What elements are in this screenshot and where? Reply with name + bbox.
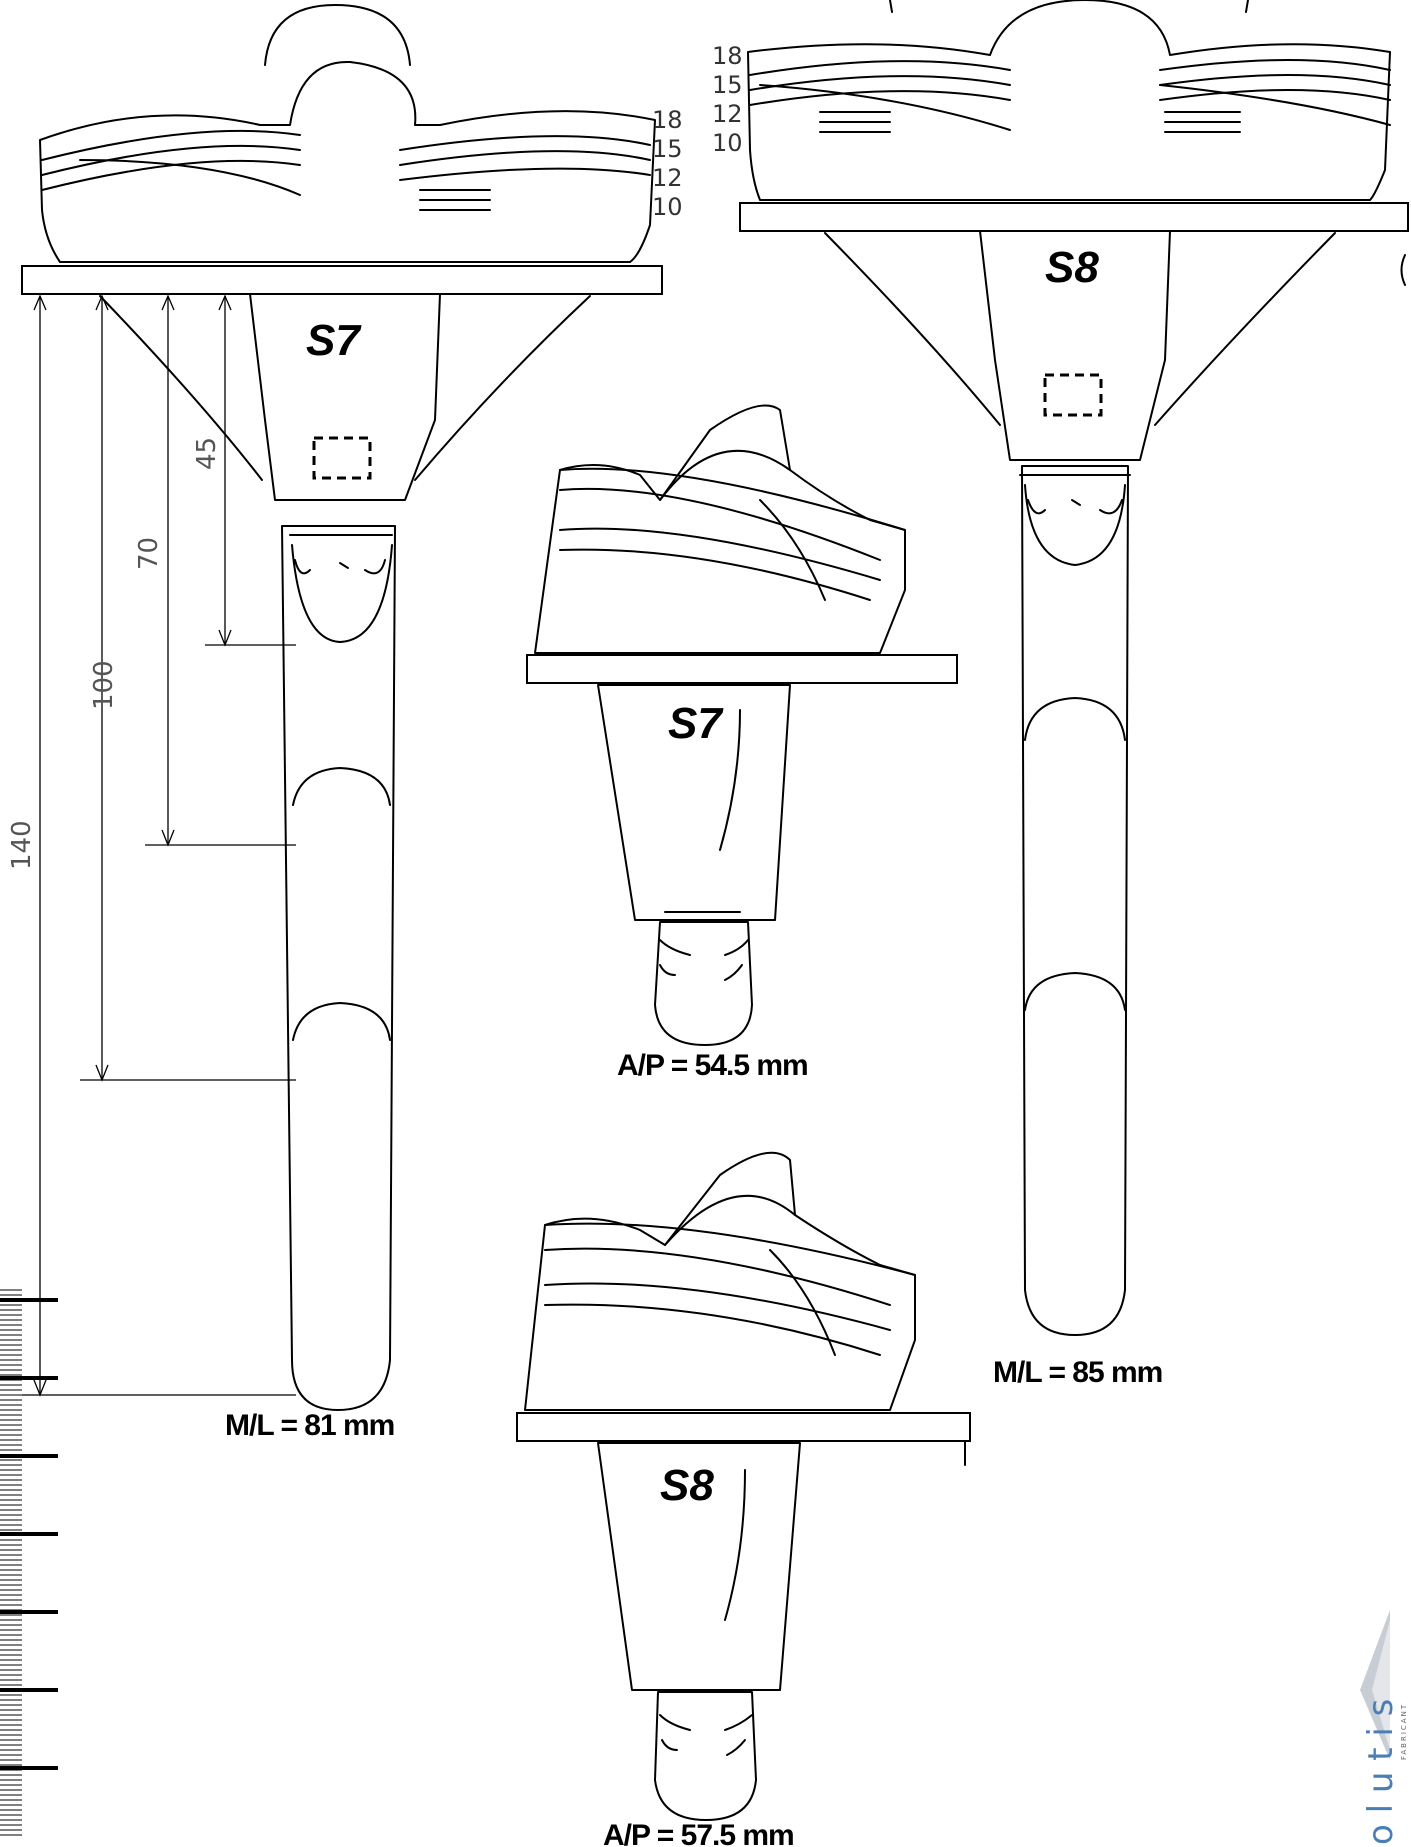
s7-ap-label: A/P = 54.5 mm: [617, 1049, 808, 1082]
s7-front-size-label: S7: [306, 316, 362, 365]
s8-insert-body: [747, 0, 1391, 201]
s7-keel-window: [312, 436, 372, 480]
svg-text:15: 15: [652, 135, 683, 163]
s8-side-tray: [516, 1412, 971, 1442]
s8-side-size-label: S8: [660, 1461, 714, 1510]
s7-front-view: 45 70 100 140 S7 M/L = 81 mm: [7, 4, 663, 1442]
s8-side-view: S8 A/P = 57.5 mm: [516, 1151, 971, 1847]
stem-length-45: 45: [192, 437, 222, 470]
stem-length-70: 70: [134, 537, 164, 570]
s8-side-keel: [597, 1442, 801, 1691]
s8-keel: [979, 230, 1171, 461]
s7-tray-plate: [21, 265, 663, 295]
logo-text: o l u t i s: [1361, 1699, 1401, 1845]
company-logo: o l u t i s FABRICANT: [1360, 1610, 1408, 1845]
s8-side-stem: [654, 1691, 757, 1821]
s8-front-view: S8 M/L = 85 mm: [739, 0, 1409, 1389]
svg-text:15: 15: [712, 71, 743, 99]
s7-keel: [249, 293, 441, 501]
stem-length-140: 140: [7, 820, 37, 870]
s8-side-insert: [524, 1151, 916, 1411]
s7-side-tray: [526, 654, 958, 684]
scale-ruler: [0, 1289, 58, 1847]
insert-thickness-left: 18 15 12 10: [652, 106, 683, 221]
stem-length-100: 100: [89, 660, 119, 710]
s7-insert-dome: [264, 4, 411, 66]
s8-keel-window: [1043, 373, 1103, 417]
svg-text:12: 12: [652, 164, 683, 192]
s8-ap-label: A/P = 57.5 mm: [603, 1819, 794, 1847]
s7-ml-label: M/L = 81 mm: [225, 1409, 394, 1442]
s8-ml-label: M/L = 85 mm: [993, 1356, 1162, 1389]
s7-stem-dimensions: [18, 294, 296, 1397]
s7-side-view: S7 A/P = 54.5 mm: [526, 404, 958, 1082]
s8-tray-plate: [739, 202, 1409, 232]
s7-side-stem: [654, 921, 753, 1046]
s8-front-size-label: S8: [1045, 243, 1099, 292]
insert-thickness-right: 18 15 12 10: [712, 42, 743, 157]
s7-side-insert: [534, 404, 906, 654]
logo-subtext: FABRICANT: [1400, 1703, 1408, 1760]
svg-text:18: 18: [712, 42, 743, 70]
s7-stem: [281, 525, 396, 1411]
svg-text:10: 10: [652, 193, 683, 221]
s8-stem: [1021, 465, 1129, 1336]
svg-text:12: 12: [712, 100, 743, 128]
s7-side-keel: [597, 684, 791, 921]
s7-insert-body: [39, 60, 656, 263]
edge-fragment: [1400, 254, 1406, 286]
svg-text:10: 10: [712, 129, 743, 157]
svg-text:18: 18: [652, 106, 683, 134]
s7-side-size-label: S7: [668, 699, 724, 748]
